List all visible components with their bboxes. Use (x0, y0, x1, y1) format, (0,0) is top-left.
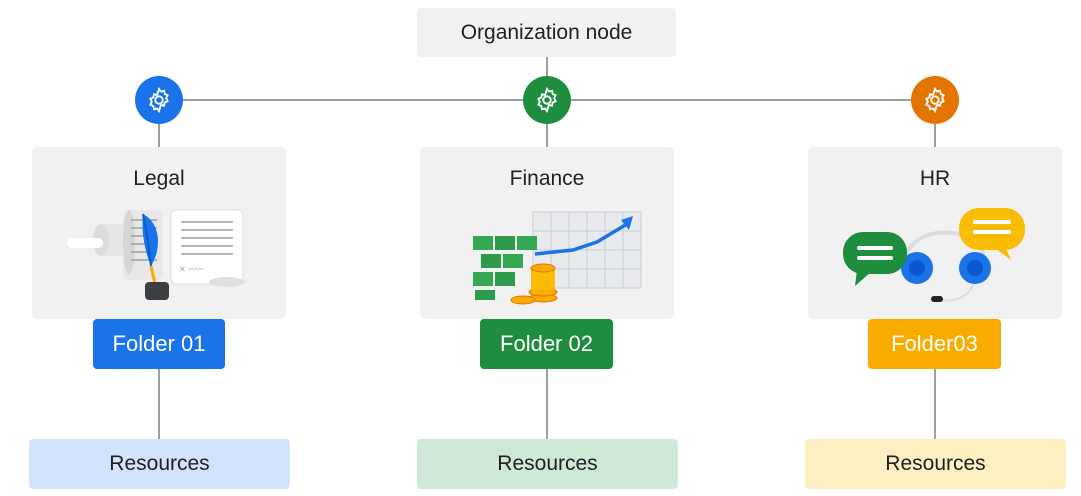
gear-icon (149, 86, 169, 114)
finance-gear-node[interactable] (523, 76, 571, 124)
legal-document-quill-illustration: ✕ 〰〰 (67, 209, 245, 300)
legal-resources-node[interactable]: Resources (29, 439, 290, 489)
finance-resources-node[interactable]: Resources (417, 439, 678, 489)
legal-folder-node[interactable]: Folder 01 (93, 319, 225, 369)
finance-folder-node[interactable]: Folder 02 (480, 319, 613, 369)
legal-card[interactable]: Legal ✕ 〰〰 (32, 147, 286, 319)
hr-resources-node[interactable]: Resources (805, 439, 1066, 489)
card-title: Finance (509, 167, 585, 190)
gear-icon (925, 86, 945, 114)
legal-folder-to-resources (158, 369, 160, 439)
hr-headset-chat-illustration (843, 208, 1025, 302)
legal-gear-node[interactable] (135, 76, 183, 124)
card-title: Legal (133, 167, 185, 190)
hr-gear-to-card (934, 124, 936, 148)
finance-folder-to-resources (546, 369, 548, 439)
hr-folder-node[interactable]: Folder03 (868, 319, 1001, 369)
hr-card[interactable]: HR (808, 147, 1062, 319)
card-title: HR (919, 167, 951, 190)
svg-text:✕ 〰〰: ✕ 〰〰 (179, 265, 204, 274)
legal-gear-to-card (158, 124, 160, 148)
hr-folder-to-resources (934, 369, 936, 439)
finance-money-chart-illustration (473, 211, 642, 305)
finance-gear-to-card (546, 124, 548, 148)
hr-gear-node[interactable] (911, 76, 959, 124)
organization-node[interactable]: Organization node (417, 8, 676, 57)
gear-icon (537, 86, 557, 114)
finance-card[interactable]: Finance (420, 147, 674, 319)
